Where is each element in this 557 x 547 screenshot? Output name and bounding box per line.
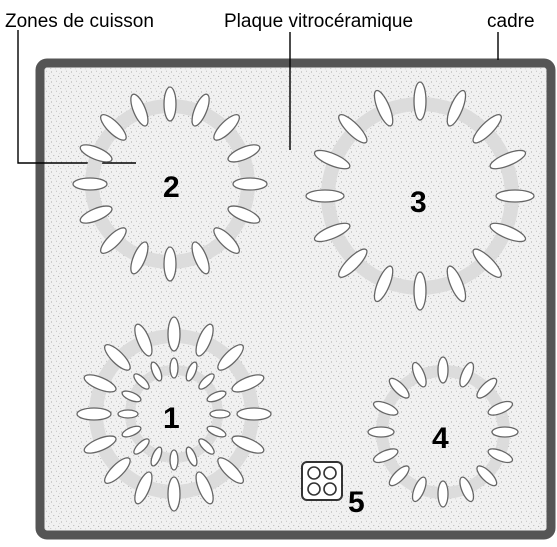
cooking-zone-2 xyxy=(72,86,268,282)
heating-element-mark xyxy=(388,465,410,487)
inner-heating-element-mark xyxy=(206,425,227,438)
inner-heating-element-mark xyxy=(185,361,198,382)
heating-element-mark xyxy=(79,144,113,163)
heating-element-mark xyxy=(134,471,153,505)
heating-element-mark xyxy=(411,361,427,388)
cooktop-frame xyxy=(35,58,556,540)
heating-element-mark xyxy=(213,114,240,141)
inner-heating-element-mark xyxy=(169,449,179,471)
inner-heating-element-mark xyxy=(209,409,231,419)
heating-element-mark xyxy=(476,377,498,399)
heating-element-mark xyxy=(79,205,113,224)
heating-element-mark xyxy=(459,361,475,388)
heating-element-mark xyxy=(72,177,108,191)
heating-element-mark xyxy=(487,400,514,416)
heating-element-mark xyxy=(227,144,261,163)
heating-element-mark xyxy=(231,435,265,454)
label-cadre: cadre xyxy=(487,11,535,32)
heating-element-mark xyxy=(313,149,351,170)
heating-element-mark xyxy=(338,114,368,144)
heating-element-mark xyxy=(167,476,181,512)
inner-heating-element-mark xyxy=(185,446,198,467)
heating-element-mark xyxy=(163,246,177,282)
heating-element-mark xyxy=(489,222,527,243)
heating-element-mark xyxy=(446,265,467,303)
inner-heating-element-mark xyxy=(198,373,215,390)
heating-element-mark xyxy=(217,457,244,484)
heating-element-mark xyxy=(76,407,112,421)
heating-element-mark xyxy=(338,248,368,278)
zone-number-4: 4 xyxy=(432,422,449,455)
cooking-zone-4 xyxy=(367,356,519,508)
heating-element-mark xyxy=(231,374,265,393)
heating-element-mark xyxy=(232,177,268,191)
heating-element-mark xyxy=(104,344,131,371)
zone-number-1: 1 xyxy=(163,402,180,435)
heating-element-mark xyxy=(411,476,427,503)
heating-element-mark xyxy=(100,114,127,141)
heating-element-mark xyxy=(487,448,514,464)
heating-element-mark xyxy=(472,248,502,278)
zone-number-3: 3 xyxy=(410,186,427,219)
heating-element-mark xyxy=(227,205,261,224)
label-plaque-vitroceramique: Plaque vitrocéramique xyxy=(224,11,413,32)
heating-element-mark xyxy=(130,241,149,275)
inner-heating-element-mark xyxy=(117,409,139,419)
heating-element-mark xyxy=(104,457,131,484)
zone-number-2: 2 xyxy=(163,171,180,204)
heating-element-mark xyxy=(367,426,395,438)
cooking-zone-3 xyxy=(305,81,535,311)
inner-heating-element-mark xyxy=(206,390,227,403)
inner-heating-element-mark xyxy=(133,373,150,390)
heating-element-mark xyxy=(372,400,399,416)
inner-heating-element-mark xyxy=(133,438,150,455)
heating-element-mark xyxy=(472,114,502,144)
inner-heating-element-mark xyxy=(150,446,163,467)
inner-heating-element-mark xyxy=(169,357,179,379)
heating-element-mark xyxy=(489,149,527,170)
heating-element-mark xyxy=(100,227,127,254)
heating-element-mark xyxy=(476,465,498,487)
heating-element-mark xyxy=(437,480,449,508)
heating-element-mark xyxy=(373,89,394,127)
cooking-zone-1 xyxy=(76,316,272,512)
heating-element-mark xyxy=(413,81,427,121)
heating-element-mark xyxy=(163,86,177,122)
heating-element-mark xyxy=(388,377,410,399)
hob-layout-icon xyxy=(301,461,343,501)
heating-element-mark xyxy=(167,316,181,352)
heating-element-mark xyxy=(134,323,153,357)
inner-heating-element-mark xyxy=(121,425,142,438)
heating-element-mark xyxy=(195,471,214,505)
heating-element-mark xyxy=(191,93,210,127)
heating-element-mark xyxy=(213,227,240,254)
inner-heating-element-mark xyxy=(121,390,142,403)
heating-element-mark xyxy=(413,271,427,311)
heating-element-mark xyxy=(459,476,475,503)
heating-element-mark xyxy=(236,407,272,421)
label-zones-de-cuisson: Zones de cuisson xyxy=(5,11,154,32)
inner-heating-element-mark xyxy=(198,438,215,455)
heating-element-mark xyxy=(495,189,535,203)
heating-element-mark xyxy=(373,265,394,303)
heating-element-mark xyxy=(437,356,449,384)
heating-element-mark xyxy=(191,241,210,275)
heating-element-mark xyxy=(83,374,117,393)
indicator-number-5: 5 xyxy=(348,486,365,519)
heating-element-mark xyxy=(217,344,244,371)
heating-element-mark xyxy=(195,323,214,357)
heating-element-mark xyxy=(446,89,467,127)
heating-element-mark xyxy=(130,93,149,127)
inner-heating-element-mark xyxy=(150,361,163,382)
heating-element-mark xyxy=(491,426,519,438)
heating-element-mark xyxy=(305,189,345,203)
heating-element-mark xyxy=(313,222,351,243)
heating-element-mark xyxy=(83,435,117,454)
heating-element-mark xyxy=(372,448,399,464)
